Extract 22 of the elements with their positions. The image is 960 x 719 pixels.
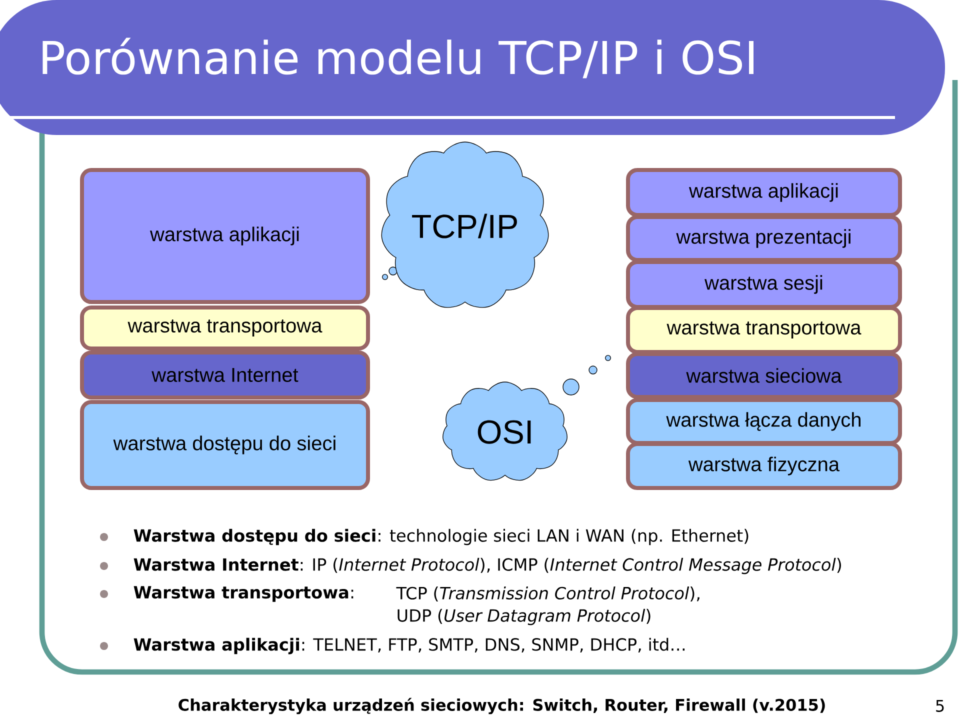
layer-box: warstwa transportowa (80, 305, 370, 351)
bullet-text: Warstwa Internet: IP (Internet Protocol), ICMP (Internet Control Message Protocol) (134, 558, 841, 574)
bullet-text: Warstwa transportowa: (134, 586, 354, 602)
layer-box: warstwa sieciowa (626, 352, 902, 399)
layer-box: warstwa Internet (80, 350, 370, 400)
layer-box: warstwa dostępu do sieci (80, 400, 370, 490)
layer-box: warstwa prezentacji (626, 215, 902, 262)
layer-box: warstwa aplikacji (80, 168, 370, 304)
layer-box: warstwa sesji (626, 260, 902, 310)
bullet-text: Warstwa aplikacji: TELNET, FTP, SMTP, DNS, SNMP, DHCP, itd… (134, 638, 685, 654)
thought-cloud: TCP/IP (381, 142, 549, 308)
layer-box: warstwa transportowa (626, 306, 902, 354)
layer-box: warstwa fizyczna (626, 442, 902, 490)
bullet-text: TCP (Transmission Control Protocol), (396, 586, 700, 602)
thought-cloud: OSI (442, 382, 568, 481)
page-number: 5 (936, 700, 944, 712)
footer-text: Charakterystyka urządzeń sieciowych: Switch, Router, Firewall (v.2015) (178, 698, 825, 714)
bullet-text: UDP (User Datagram Protocol) (398, 608, 650, 626)
layer-box: warstwa aplikacji (626, 168, 902, 218)
bullet-text: Warstwa dostępu do sieci: technologie sieci LAN i WAN (np. Ethernet) (134, 528, 748, 546)
layer-box: warstwa łącza danych (626, 398, 902, 445)
title: Porównanie modelu TCP/IP i OSI (42, 38, 754, 78)
